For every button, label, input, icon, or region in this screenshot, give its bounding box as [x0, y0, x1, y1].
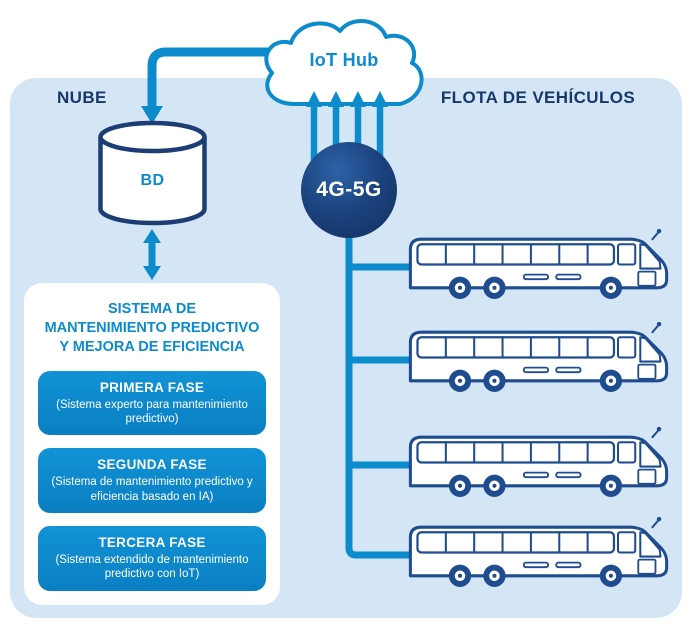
- bus-icon: [402, 317, 674, 396]
- phase-3-card: TERCERA FASE (Sistema extendido de mante…: [38, 526, 266, 591]
- bus-icon: [402, 224, 674, 303]
- phase-2-card: SEGUNDA FASE (Sistema de mantenimiento p…: [38, 448, 266, 514]
- bus-icon: [402, 512, 674, 591]
- bus-4: [402, 512, 674, 591]
- system-title-line-1: SISTEMA DE: [107, 301, 197, 317]
- cloud-icon: [264, 18, 424, 106]
- database-label: BD: [140, 172, 165, 189]
- system-title-line-2: MANTENIMIENTO PREDICTIVO: [44, 319, 260, 336]
- bus-2: [402, 317, 674, 396]
- system-title-line-3: Y MEJORA DE EFICIENCIA: [59, 338, 245, 355]
- phase-3-subtitle: (Sistema extendido de mantenimiento pred…: [55, 554, 249, 581]
- network-label: 4G-5G: [316, 178, 382, 201]
- database-icon: [98, 120, 207, 226]
- phase-1-subtitle: (Sistema experto para mantenimiento pred…: [56, 398, 248, 425]
- phase-1-title: PRIMERA FASE: [99, 379, 205, 395]
- fleet-section-label: FLOTA DE VEHÍCULOS: [440, 88, 636, 107]
- system-box: SISTEMA DE MANTENIMIENTO PREDICTIVO Y ME…: [24, 283, 280, 605]
- phase-2-title: SEGUNDA FASE: [97, 457, 207, 473]
- bus-icon: [402, 422, 674, 501]
- bus-1: [402, 224, 674, 303]
- phase-2-subtitle: (Sistema de mantenimiento predictivo y e…: [51, 476, 253, 503]
- phase-1-card: PRIMERA FASE (Sistema experto para mante…: [38, 370, 266, 436]
- phase-3-title: TERCERA FASE: [98, 535, 206, 551]
- system-title: SISTEMA DE MANTENIMIENTO PREDICTIVO Y ME…: [41, 300, 263, 357]
- bus-3: [402, 422, 674, 501]
- network-4g5g-badge: 4G-5G: [301, 142, 397, 238]
- cloud-section-label: NUBE: [57, 88, 107, 107]
- iot-hub-label: IoT Hub: [309, 50, 379, 70]
